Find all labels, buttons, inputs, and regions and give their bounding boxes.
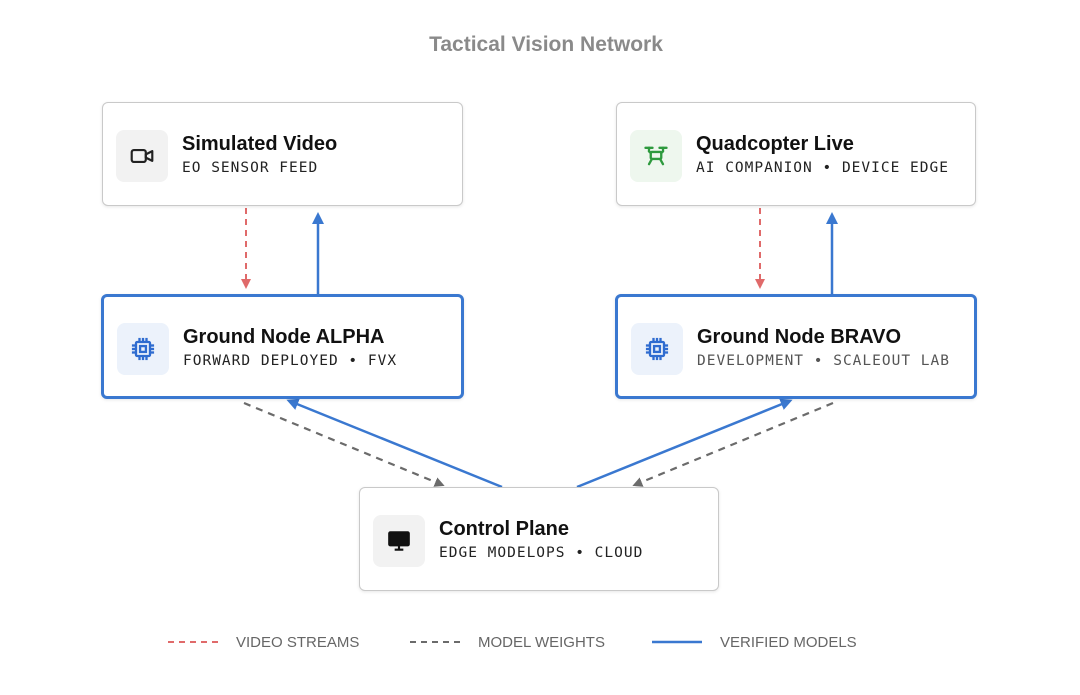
node-title: Ground Node BRAVO	[697, 326, 902, 348]
node-title: Simulated Video	[182, 133, 338, 155]
legend-label: MODEL WEIGHTS	[478, 633, 605, 651]
node-subtitle: EO SENSOR FEED	[182, 160, 319, 176]
node-simulated-video[interactable]: Simulated Video EO SENSOR FEED	[102, 102, 463, 206]
node-control-plane[interactable]: Control Plane EDGE MODELOPS • CLOUD	[359, 487, 719, 591]
node-title: Ground Node ALPHA	[183, 326, 385, 348]
chip-icon	[117, 323, 169, 375]
node-subtitle: DEVELOPMENT • SCALEOUT LAB	[697, 353, 950, 369]
legend-swatch-dashed-red	[168, 641, 218, 643]
drone-icon	[630, 130, 682, 182]
legend-verified-models: VERIFIED MODELS	[652, 632, 857, 652]
edge-control-to-alpha	[286, 398, 503, 489]
legend-model-weights: MODEL WEIGHTS	[410, 632, 605, 652]
legend-label: VIDEO STREAMS	[236, 633, 360, 651]
node-subtitle: AI COMPANION • DEVICE EDGE	[696, 160, 949, 176]
node-ground-alpha[interactable]: Ground Node ALPHA FORWARD DEPLOYED • FVX	[101, 294, 464, 399]
node-ground-bravo[interactable]: Ground Node BRAVO DEVELOPMENT • SCALEOUT…	[615, 294, 977, 399]
video-camera-icon	[116, 130, 168, 182]
node-title: Quadcopter Live	[696, 133, 854, 155]
node-quadcopter-live[interactable]: Quadcopter Live AI COMPANION • DEVICE ED…	[616, 102, 976, 206]
monitor-icon	[373, 515, 425, 567]
chip-icon	[631, 323, 683, 375]
node-subtitle: FORWARD DEPLOYED • FVX	[183, 353, 398, 369]
legend-swatch-solid-blue	[652, 640, 702, 644]
edge-bravo-to-control	[632, 401, 834, 487]
legend-video-streams: VIDEO STREAMS	[168, 632, 359, 652]
edge-alpha-to-control	[243, 401, 445, 487]
legend-swatch-dashed-gray	[410, 641, 460, 643]
edge-control-to-bravo	[576, 398, 793, 489]
node-subtitle: EDGE MODELOPS • CLOUD	[439, 545, 644, 561]
node-title: Control Plane	[439, 518, 570, 540]
legend-label: VERIFIED MODELS	[720, 633, 857, 651]
diagram-title: Tactical Vision Network	[429, 33, 663, 56]
